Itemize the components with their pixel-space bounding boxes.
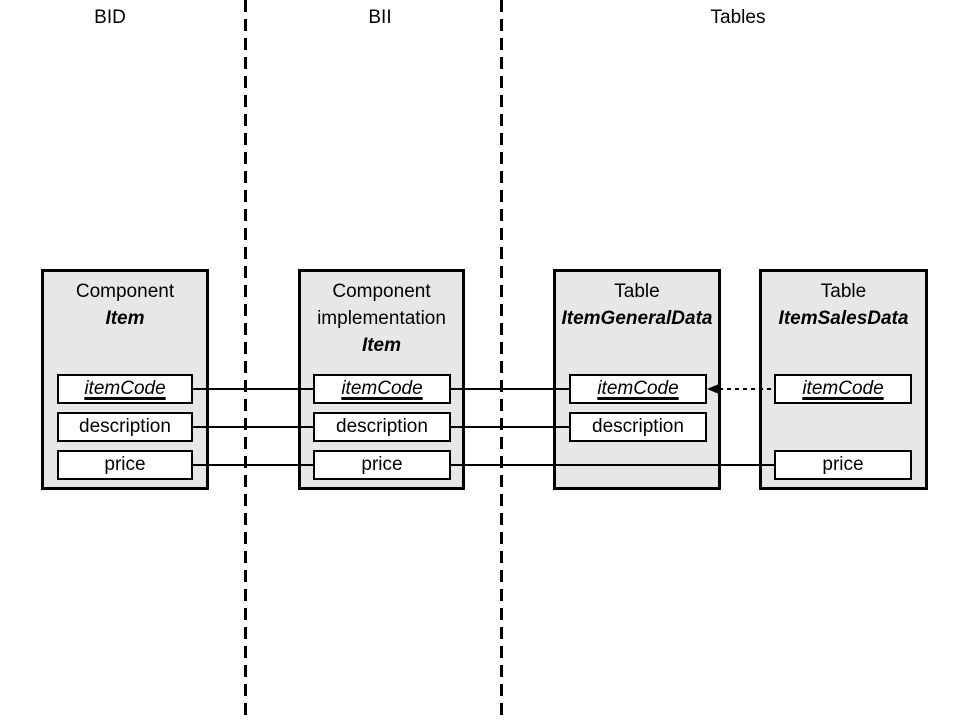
connector-description-item-to-impl bbox=[193, 426, 313, 428]
field-general-description: description bbox=[569, 412, 707, 442]
zone-divider-bii-tables bbox=[500, 0, 503, 720]
box-type-label2: implementation bbox=[317, 308, 446, 329]
field-impl-price: price bbox=[313, 450, 451, 480]
dashed-arrowhead-icon bbox=[707, 384, 719, 394]
box-type-label: Component bbox=[75, 281, 175, 302]
zone-label-tables: Tables bbox=[710, 7, 766, 28]
field-sales-price: price bbox=[774, 450, 912, 480]
component-implementation-header: Component implementation Item bbox=[301, 278, 462, 359]
connector-price-item-to-impl bbox=[193, 464, 313, 466]
box-name-label: ItemSalesData bbox=[778, 308, 909, 329]
dashed-connector-itemcode-sales-to-general bbox=[719, 388, 774, 390]
connector-itemcode-item-to-impl bbox=[193, 388, 313, 390]
field-item-price: price bbox=[57, 450, 193, 480]
table-itemgeneraldata-header: Table ItemGeneralData bbox=[556, 278, 718, 332]
connector-description-impl-to-general bbox=[451, 426, 569, 428]
zone-label-bid: BID bbox=[94, 7, 126, 28]
field-general-itemcode: itemCode bbox=[569, 374, 707, 404]
table-itemsalesdata-header: Table ItemSalesData bbox=[762, 278, 925, 332]
connector-itemcode-impl-to-general bbox=[451, 388, 569, 390]
zone-divider-bid-bii bbox=[244, 0, 247, 720]
box-type-label: Component bbox=[332, 281, 431, 302]
field-sales-itemcode: itemCode bbox=[774, 374, 912, 404]
field-item-description: description bbox=[57, 412, 193, 442]
component-item-header: Component Item bbox=[44, 278, 206, 332]
zone-label-bii: BII bbox=[368, 7, 392, 28]
field-impl-itemcode: itemCode bbox=[313, 374, 451, 404]
box-type-label: Table bbox=[614, 281, 660, 302]
connector-price-impl-to-sales bbox=[451, 464, 774, 466]
box-type-label: Table bbox=[820, 281, 867, 302]
box-name-label: Item bbox=[361, 335, 402, 356]
box-name-label: Item bbox=[105, 308, 145, 329]
field-impl-description: description bbox=[313, 412, 451, 442]
field-item-itemcode: itemCode bbox=[57, 374, 193, 404]
box-name-label: ItemGeneralData bbox=[561, 308, 713, 329]
